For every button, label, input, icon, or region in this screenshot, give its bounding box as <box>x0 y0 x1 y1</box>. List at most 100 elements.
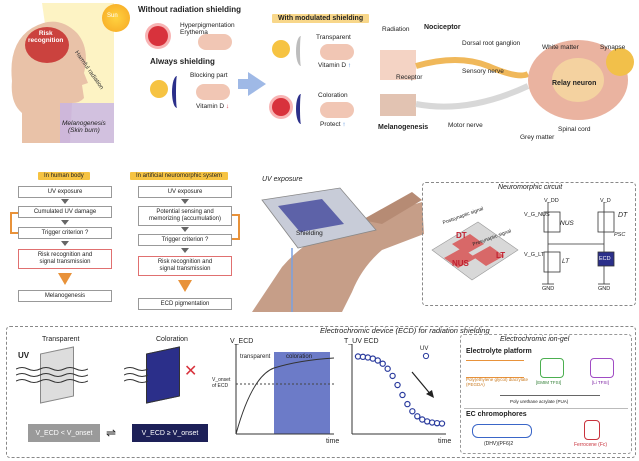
dhv-molecule-icon <box>472 424 532 438</box>
vg-nus-label: V_G_NUS <box>524 212 550 218</box>
circuit-chip <box>428 200 520 296</box>
flow-human-step-2: Cumulated UV damage <box>18 206 112 218</box>
lt-chip-label: LT <box>496 251 506 260</box>
hand-icon <box>198 34 232 50</box>
gnd2-label: GND <box>598 286 611 292</box>
vonset-label: V_onset of ECD <box>212 377 231 389</box>
uv-wave-icon-2 <box>123 366 150 384</box>
psc-label: PSC <box>614 232 626 238</box>
circuit-title: Neuromorphic circuit <box>498 184 563 191</box>
shield-arc-icon <box>172 76 182 108</box>
synapse-label: Synapse <box>600 44 626 51</box>
emim-label: [EMIM TFSI] <box>536 380 562 385</box>
transition-arrow-icon <box>248 72 266 96</box>
white-matter-label: White matter <box>542 44 579 51</box>
switch-arrow-icon: ⇌ <box>106 426 117 440</box>
uv-wave-icon <box>15 366 89 384</box>
cond1-box: V_ECD < V_onset <box>28 424 100 442</box>
vitd-down-label: Vitamin D ↓ <box>196 103 230 110</box>
blocking-label: Blocking part <box>190 72 228 79</box>
pegda-molecule-icon <box>466 360 524 378</box>
transparent-region-label: transparent <box>240 354 271 360</box>
flow-human-big-arrow-icon <box>58 273 72 285</box>
red-sun-icon <box>148 26 168 46</box>
iongel-title: Electrochromic ion-gel <box>500 336 570 343</box>
fc-molecule-icon <box>584 420 600 440</box>
dt-chip-label: DT <box>456 231 467 240</box>
device-photo <box>252 172 424 312</box>
drg-label: Dorsal root ganglion <box>462 40 521 47</box>
nus-schematic-label: NUS <box>560 220 574 227</box>
cond2-box: V_ECD ≥ V_onset <box>132 424 208 442</box>
flow-art-step-1: UV exposure <box>138 186 232 198</box>
platform-label: Electrolyte platform <box>466 348 532 355</box>
iongel-panel <box>460 334 632 454</box>
flow-art-step-2: Potential sensing and memorizing (accumu… <box>138 206 232 226</box>
flow-art-step-4: Risk recognition and signal transmission <box>138 256 232 276</box>
tuv-point <box>399 391 406 399</box>
nus-chip-label: NUS <box>452 259 469 268</box>
transparent-ecd-label: Transparent <box>42 336 80 343</box>
dt-schematic-label: DT <box>618 212 628 219</box>
pua-molecule-icon <box>500 390 600 396</box>
tuv-axis-label: T_UV ECD <box>344 338 379 345</box>
tuv-point <box>389 372 396 380</box>
flow-human-step-4: Risk recognition and signal transmission <box>18 249 112 269</box>
fc-label: Ferrocene (Fc) <box>574 442 608 448</box>
tuv-point <box>384 365 391 372</box>
lt-schematic-label: LT <box>562 258 570 265</box>
blocked-x-icon: ✕ <box>184 363 198 380</box>
melanogenesis-skin-label: Melanogenesis (Skin burn) <box>62 120 106 135</box>
coloration-region-label: coloration <box>286 354 313 360</box>
transparent-arc-icon <box>296 36 306 66</box>
hand-icon-4 <box>320 102 354 118</box>
ecd-title: Electrochromic device (ECD) for radiatio… <box>320 326 490 335</box>
uv-exposure-label: UV exposure <box>262 176 303 183</box>
protect-label: Protect ↑ <box>320 121 346 128</box>
transparent-label: Transparent <box>316 34 351 41</box>
sensory-label: Sensory nerve <box>462 68 504 75</box>
hyper-label: Hyperpigmentation Erythema <box>180 22 235 37</box>
litfsi-label: [Li TFSI] <box>592 380 609 385</box>
tuv-point <box>379 360 386 367</box>
radiation-label: Radiation <box>382 26 410 33</box>
uv-legend-label: UV <box>420 346 429 352</box>
vecd-axis-label: V_ECD <box>230 338 254 345</box>
shielding-label: Shielding <box>296 230 323 237</box>
sun-icon-2 <box>150 80 168 98</box>
hand-icon-2 <box>196 84 230 100</box>
red-sun-icon-2 <box>272 98 290 116</box>
dhv-label: (DHV)(PF6)2 <box>484 441 514 447</box>
coloration-label: Coloration <box>318 92 348 99</box>
nerve-diagram <box>378 24 636 136</box>
chromo-label: EC chromophores <box>466 411 527 418</box>
ecd-schematic-label: ECD <box>599 256 611 262</box>
vecd-plot <box>230 340 338 444</box>
tuv-plot <box>346 340 450 444</box>
coloration-arc-icon <box>296 94 306 124</box>
hand-icon-3 <box>320 44 354 60</box>
tuv-point <box>438 420 446 427</box>
circuit-panel <box>422 182 636 306</box>
risk-label: Risk recognition <box>28 30 64 45</box>
sun-label: Sun <box>107 13 118 19</box>
flow-art-big-arrow-icon <box>178 280 192 292</box>
flow-human-title: In human body <box>38 172 90 180</box>
sun-icon-3 <box>272 40 290 58</box>
coloration-ecd-label: Coloration <box>156 336 188 343</box>
flow-human-step-1: UV exposure <box>18 186 112 198</box>
gnd1-label: GND <box>542 286 555 292</box>
always-title: Always shielding <box>150 57 215 66</box>
grey-label: Grey matter <box>520 134 555 141</box>
melanogenesis-label: Melanogenesis <box>378 124 429 131</box>
flow-human-step-3: Trigger criterion ? <box>18 227 112 239</box>
vd-label: V_D <box>600 198 611 204</box>
tuv-point <box>404 400 411 408</box>
pua-label: Poly urethane acrylate (PUA) <box>510 399 569 404</box>
tuv-point <box>394 381 401 389</box>
modulated-title: With modulated shielding <box>272 14 370 23</box>
coloration-ecd-icon <box>146 346 180 404</box>
flow-art-title: In artificial neuromorphic system <box>130 172 229 180</box>
flow-art-step-3: Trigger criterion ? <box>138 234 232 246</box>
motor-label: Motor nerve <box>448 122 483 129</box>
